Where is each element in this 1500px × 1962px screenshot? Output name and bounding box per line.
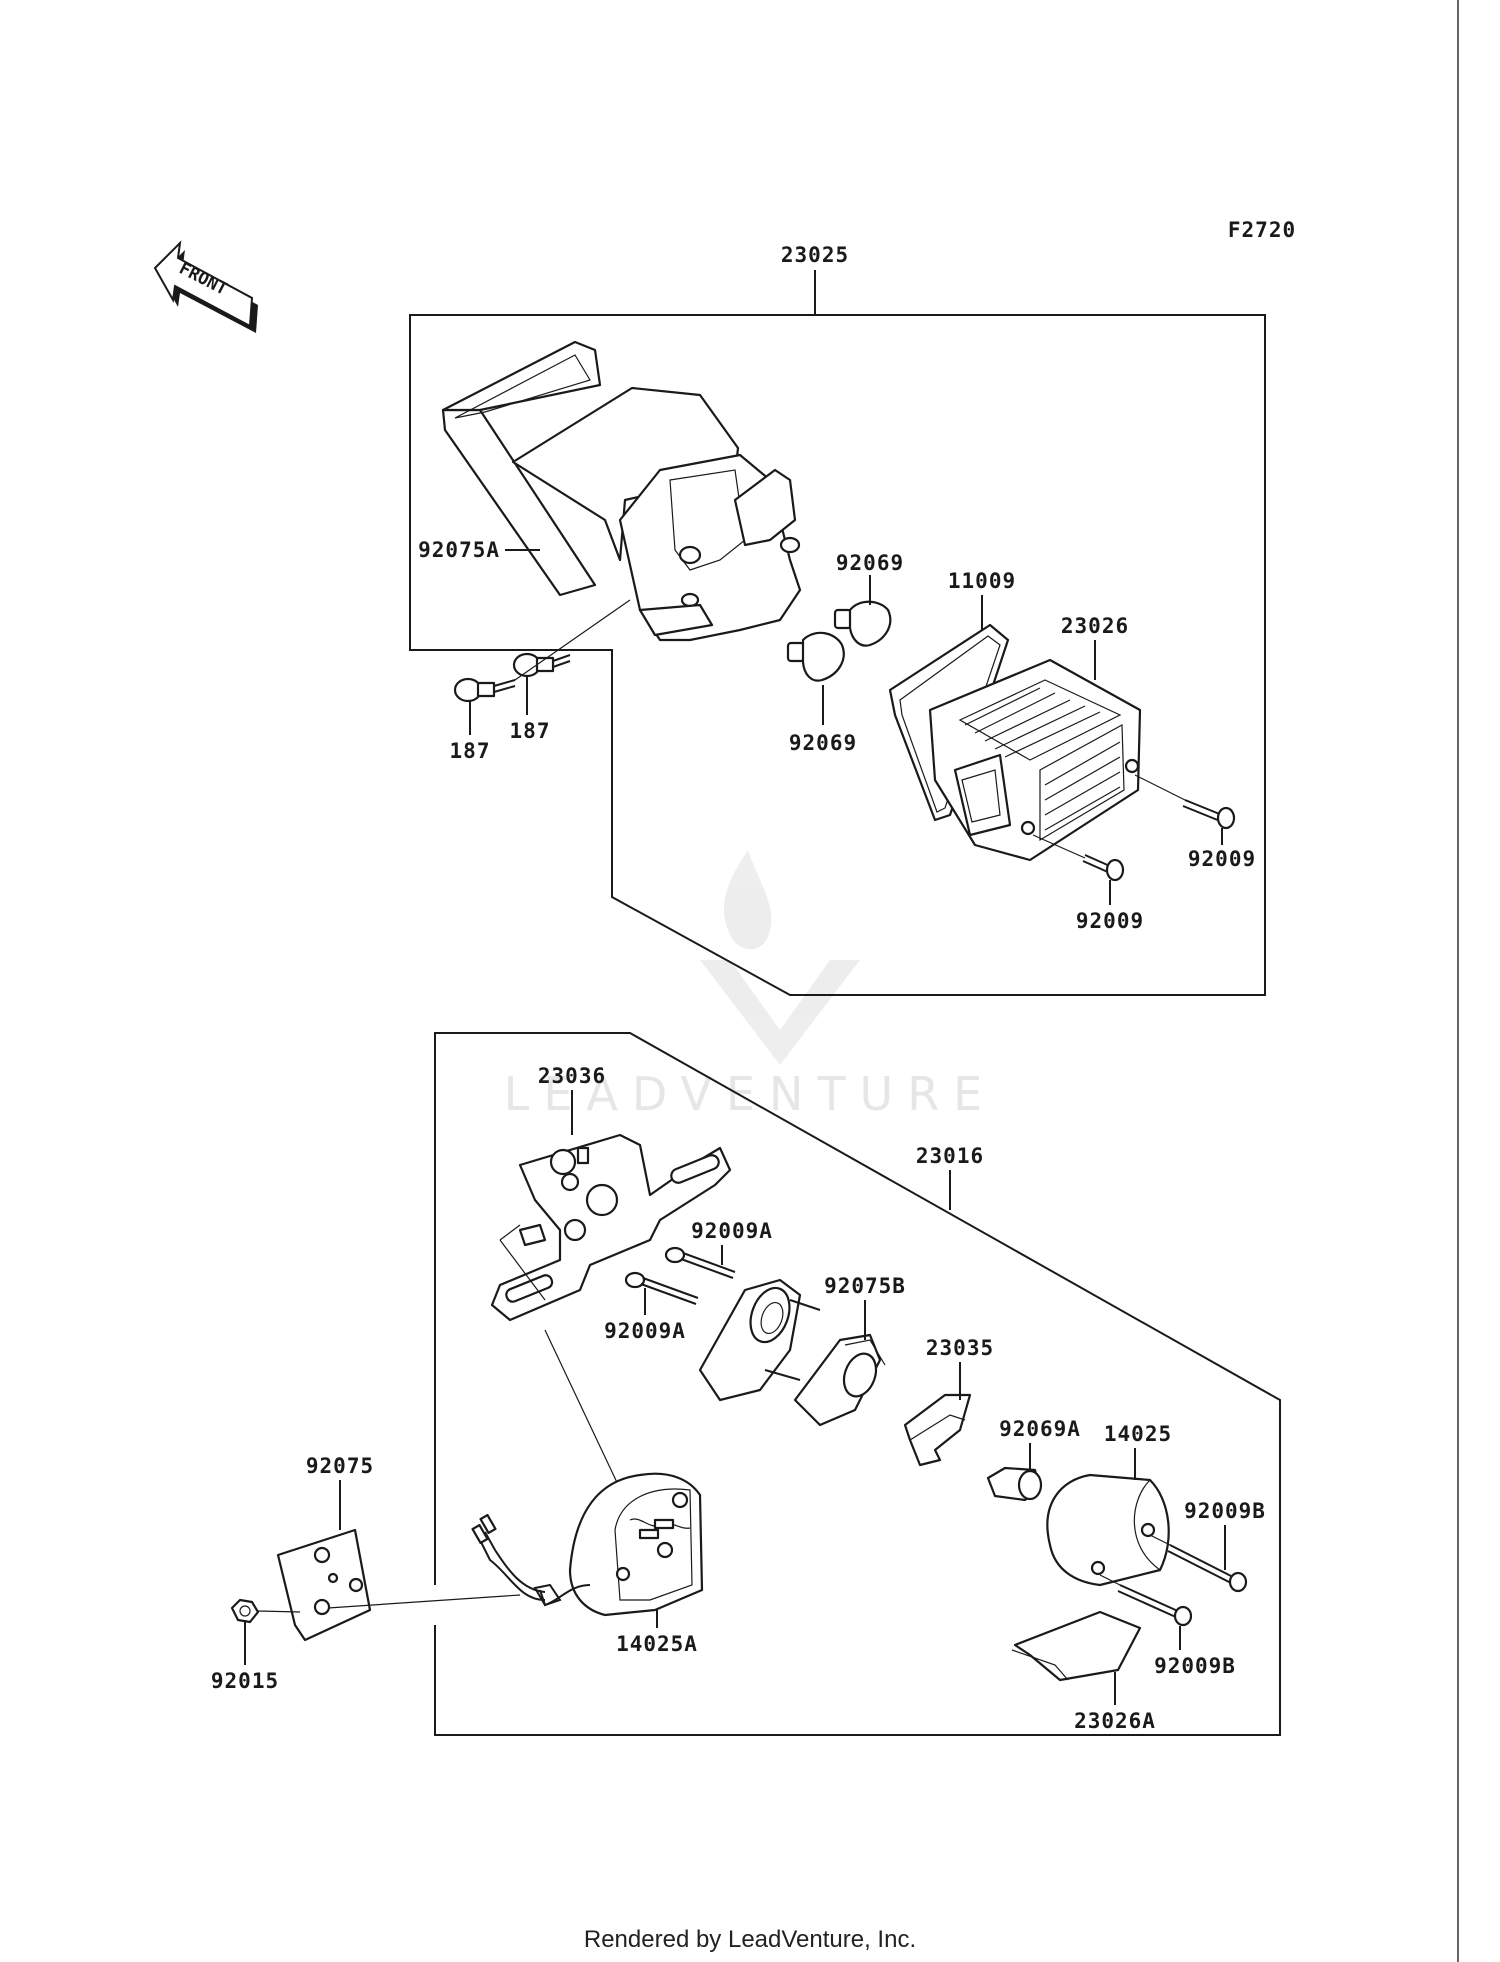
watermark-logo	[700, 850, 860, 1065]
upper-assembly-outline	[409, 314, 1266, 996]
label-92009B-top: 92009B	[1184, 1499, 1266, 1523]
nut-to-plate-line	[257, 1610, 301, 1613]
label-23025: 23025	[781, 243, 849, 267]
screw-axis-92009-bottom	[1032, 834, 1086, 859]
credit-text: Rendered by LeadVenture, Inc.	[584, 1926, 916, 1953]
label-92075B: 92075B	[824, 1274, 906, 1298]
label-92009-bottom: 92009	[1076, 909, 1144, 933]
wire-harness	[471, 1513, 675, 1607]
bulb-92069-top	[833, 600, 892, 647]
screw-187-right	[512, 652, 571, 678]
screw-92009A-bottom	[624, 1271, 699, 1305]
screw-axis-92009B-bottom	[1099, 1574, 1121, 1586]
label-92075: 92075	[306, 1454, 374, 1478]
front-arrow-icon: FRONT	[153, 240, 258, 333]
lower-assembly-outline	[434, 1032, 1281, 1736]
label-92009A-top: 92009A	[691, 1219, 773, 1243]
lens-14025	[1046, 1473, 1170, 1587]
plate-92075	[276, 1528, 372, 1642]
screw-axis-92009B-top	[1149, 1534, 1171, 1546]
label-23036: 23036	[538, 1064, 606, 1088]
screw-axis-187	[514, 599, 631, 681]
label-92009-right: 92009	[1188, 847, 1256, 871]
bracket-to-housing-line	[544, 1329, 631, 1511]
label-11009: 11009	[948, 569, 1016, 593]
label-92069A: 92069A	[999, 1417, 1081, 1441]
reflector-23026A	[1011, 1610, 1142, 1682]
label-23026A: 23026A	[1074, 1709, 1156, 1733]
plate-to-harness-line	[327, 1594, 521, 1609]
screw-92009-bottom	[1082, 854, 1125, 882]
label-23035: 23035	[926, 1336, 994, 1360]
label-92069-top: 92069	[836, 551, 904, 575]
screw-axis-92009-right	[1134, 774, 1186, 801]
label-92009B-bottom: 92009B	[1154, 1654, 1236, 1678]
watermark-text: LEADVENTURE	[504, 1067, 997, 1121]
nut-92015	[230, 1598, 260, 1624]
bulb-92069-bottom	[786, 631, 845, 682]
license-light-housing-14025A	[539, 1472, 704, 1617]
holder-frame-92075B-left	[698, 1278, 821, 1402]
label-14025: 14025	[1104, 1422, 1172, 1446]
screw-92009-right	[1182, 799, 1236, 830]
lens-23026	[928, 658, 1142, 862]
tail-housing-part	[441, 340, 802, 642]
label-187-right: 187	[510, 719, 551, 743]
clip-23035	[903, 1393, 972, 1467]
label-92069-bottom: 92069	[789, 731, 857, 755]
label-92075A: 92075A	[418, 538, 500, 562]
label-23016: 23016	[916, 1144, 984, 1168]
screw-92009B-top	[1167, 1544, 1248, 1593]
label-187-left: 187	[450, 739, 491, 763]
holder-92075B	[793, 1333, 886, 1427]
label-92009A-bottom: 92009A	[604, 1319, 686, 1343]
screw-92009A-top	[664, 1246, 736, 1279]
screw-187-left	[453, 677, 516, 703]
screw-92009B-bottom	[1117, 1584, 1193, 1627]
bracket-stud-lines	[499, 1224, 546, 1301]
bulb-92069A	[986, 1466, 1043, 1502]
label-92015: 92015	[211, 1669, 279, 1693]
label-23026: 23026	[1061, 614, 1129, 638]
bracket-23036	[490, 1133, 732, 1322]
label-14025A: 14025A	[616, 1632, 698, 1656]
figure-code: F2720	[1228, 218, 1296, 242]
